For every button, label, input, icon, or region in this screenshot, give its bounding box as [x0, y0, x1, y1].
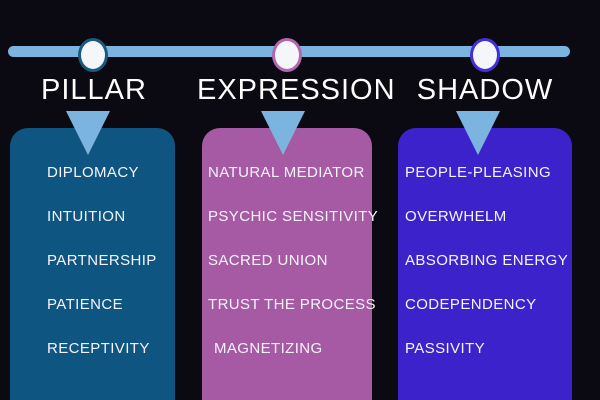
pillar-column-title: PILLAR: [41, 74, 147, 106]
list-item: MAGNETIZING: [214, 339, 323, 357]
pillar-node-icon: [78, 38, 108, 72]
pillar-card: DIPLOMACY INTUITION PARTNERSHIP PATIENCE…: [10, 128, 175, 400]
list-item: DIPLOMACY: [47, 163, 139, 181]
list-item: PARTNERSHIP: [47, 251, 157, 269]
expression-card: NATURAL MEDIATOR PSYCHIC SENSITIVITY SAC…: [202, 128, 379, 400]
list-item: RECEPTIVITY: [47, 339, 150, 357]
list-item: NATURAL MEDIATOR: [208, 163, 365, 181]
shadow-node-icon: [470, 38, 500, 72]
list-item: PSYCHIC SENSITIVITY: [208, 207, 379, 225]
list-item: TRUST THE PROCESS: [208, 295, 376, 313]
list-item: PATIENCE: [47, 295, 123, 313]
list-item: CODEPENDENCY: [405, 295, 537, 313]
list-item: ABSORBING ENERGY: [405, 251, 569, 269]
expression-node-icon: [272, 38, 302, 72]
arrow-down-icon: [261, 111, 305, 155]
shadow-column-title: SHADOW: [416, 74, 554, 106]
shadow-card: PEOPLE-PLEASING OVERWHELM ABSORBING ENER…: [398, 128, 572, 400]
arrow-down-icon: [456, 111, 500, 155]
list-item: PASSIVITY: [405, 339, 486, 357]
list-item: PEOPLE-PLEASING: [405, 163, 552, 181]
arrow-down-icon: [66, 111, 110, 155]
list-item: OVERWHELM: [405, 207, 507, 225]
list-item: SACRED UNION: [208, 251, 328, 269]
expression-column-title: EXPRESSION: [197, 74, 396, 106]
list-item: INTUITION: [47, 207, 126, 225]
